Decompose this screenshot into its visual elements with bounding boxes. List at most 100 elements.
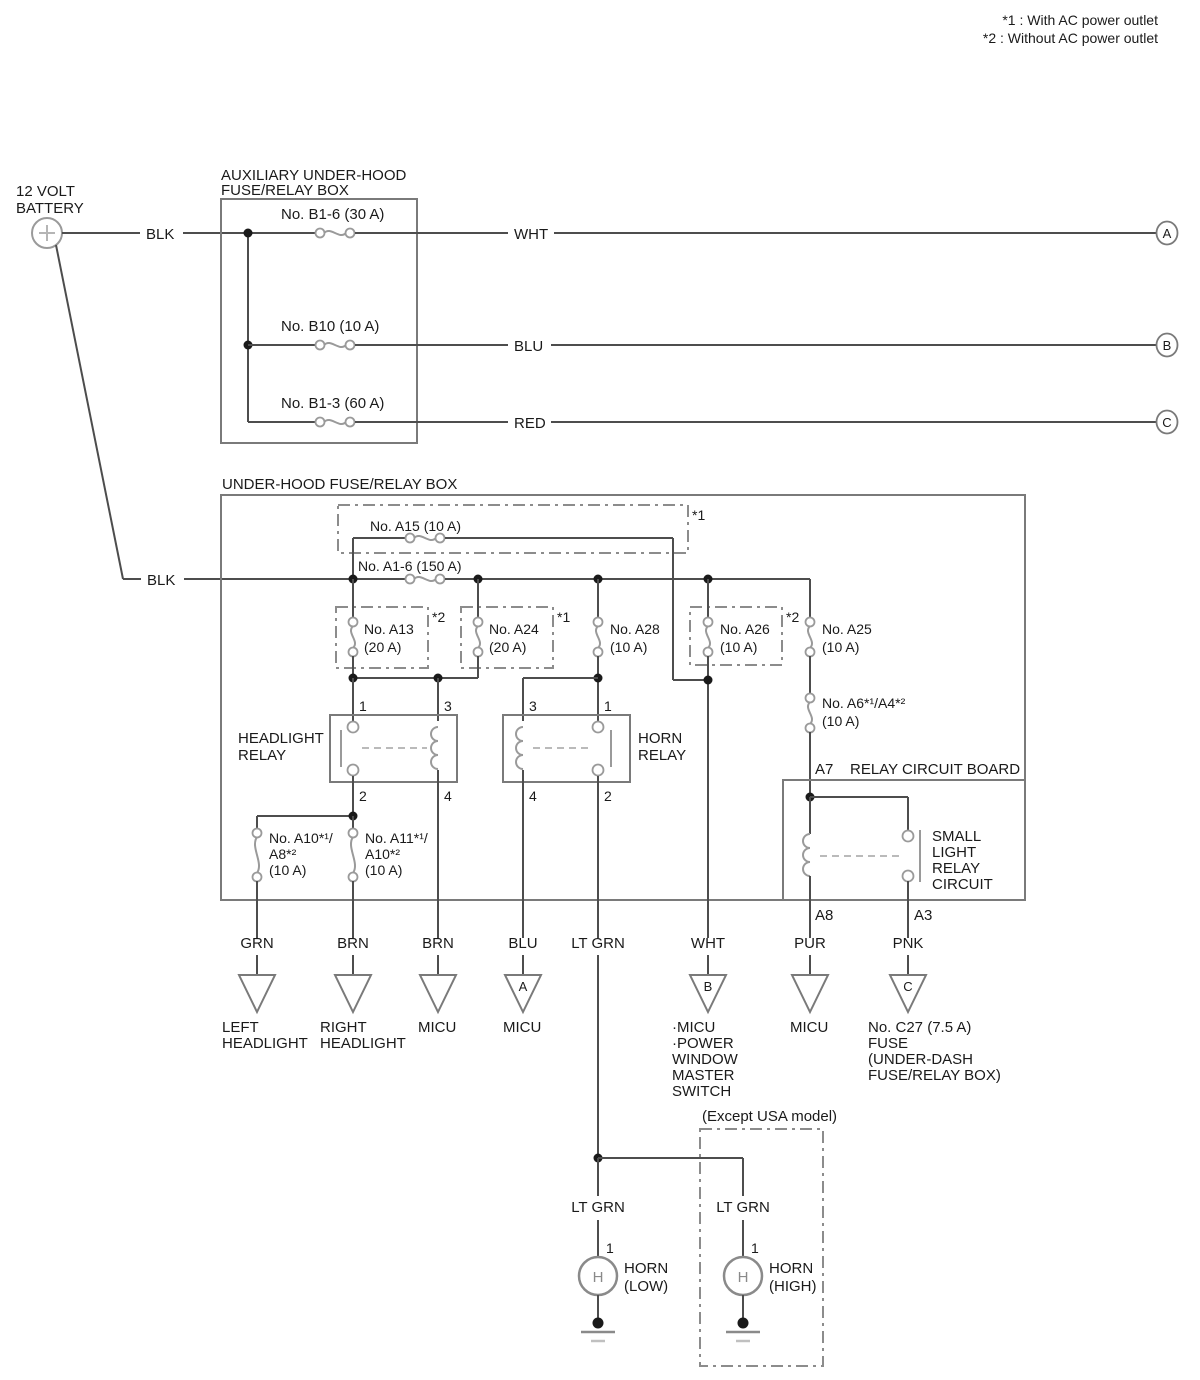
- wire-label-red: RED: [514, 415, 546, 432]
- relay-circuit-board: RELAY CIRCUIT BOARD SMALL LIGHT RELAY CI…: [782, 761, 1026, 938]
- wire-label-wht: WHT: [514, 226, 548, 243]
- output-pur: PUR MICU: [790, 935, 830, 1036]
- wire-label-brn: BRN: [337, 935, 369, 952]
- fuse-terminal: [404, 573, 416, 585]
- horn-pin-number: 1: [751, 1240, 759, 1256]
- fuse-terminal: [347, 646, 359, 658]
- relay-pin-number: 2: [604, 788, 612, 804]
- off-page-arrow-icon: [333, 974, 373, 1015]
- dest-c27-fuse-3: (UNDER-DASH: [868, 1051, 973, 1068]
- connector-a-icon: [1155, 220, 1179, 246]
- dest-c27-fuse-2: FUSE: [868, 1035, 908, 1052]
- dest-micu-power-window-4: MASTER: [672, 1067, 735, 1084]
- footnotes: *1 : With AC power outlet *2 : Without A…: [983, 12, 1158, 46]
- horn-relay-label-1: HORN: [638, 730, 682, 747]
- fuse-a11a10-label-3: (10 A): [365, 862, 402, 878]
- fuse-element: [323, 342, 347, 348]
- dest-micu-power-window-5: SWITCH: [672, 1083, 731, 1100]
- fuse-terminal: [404, 532, 416, 544]
- dest-c27-fuse-4: FUSE/RELAY BOX): [868, 1067, 1001, 1084]
- connector-a-letter: A: [1163, 226, 1172, 241]
- relay-pin-number: 4: [444, 788, 452, 804]
- headlight-relay-feed: [348, 673, 478, 721]
- aux-box-title-2: FUSE/RELAY BOX: [221, 182, 349, 199]
- fuse-element: [705, 625, 711, 649]
- output-grn: GRN LEFT HEADLIGHT: [222, 935, 308, 1052]
- fuse-element: [413, 535, 437, 541]
- relay-circuit-board-title: RELAY CIRCUIT BOARD: [850, 761, 1020, 778]
- connector-arrow-c-icon: [888, 974, 928, 1015]
- under-hood-box-title: UNDER-HOOD FUSE/RELAY BOX: [222, 476, 457, 493]
- option-tag: *1: [557, 609, 570, 625]
- relay-pin-number: 2: [359, 788, 367, 804]
- fuse-a10a8: No. A10*¹/ A8*² (10 A): [251, 811, 358, 938]
- fuse-element: [323, 230, 347, 236]
- fuse-a15-label: No. A15 (10 A): [370, 518, 461, 534]
- output-ltgrn: LT GRN: [571, 935, 625, 1158]
- option-box-outline: [337, 504, 689, 554]
- relay-pin-number: 3: [444, 698, 452, 714]
- output-wht: WHT B ·MICU ·POWER WINDOW MASTER SWITCH: [672, 935, 739, 1100]
- relay-contact-terminal: [901, 869, 915, 883]
- fuse-element: [350, 836, 356, 874]
- horn-high-label-1: HORN: [769, 1260, 813, 1277]
- relay-contact-terminal: [591, 763, 605, 777]
- fuse-terminal: [344, 416, 356, 428]
- fuse-a10a8-label-2: A8*²: [269, 846, 297, 862]
- wire-label-brn: BRN: [422, 935, 454, 952]
- relay-pin-number: 4: [529, 788, 537, 804]
- dest-micu: MICU: [418, 1019, 456, 1036]
- wire-label-pur: PUR: [794, 935, 826, 952]
- fuse-element: [595, 625, 601, 649]
- fuse-element: [254, 836, 260, 874]
- small-light-relay-label-4: CIRCUIT: [932, 876, 993, 893]
- off-page-arrow-icon: [418, 974, 458, 1015]
- fuse-terminal: [434, 573, 446, 585]
- relay-coil-icon: [515, 726, 524, 770]
- horn-low-label-1: HORN: [624, 1260, 668, 1277]
- fuse-element: [807, 625, 813, 649]
- pin-label-a8: A8: [815, 907, 833, 924]
- fuse-terminal: [702, 616, 714, 628]
- wire-label-ltgrn: LT GRN: [571, 1199, 625, 1216]
- fuse-terminal: [344, 339, 356, 351]
- connector-arrow-b-letter: B: [704, 979, 713, 994]
- fuse-b1-6-label: No. B1-6 (30 A): [281, 206, 384, 223]
- output-pnk: PNK C No. C27 (7.5 A) FUSE (UNDER-DASH F…: [868, 935, 1001, 1084]
- connector-b-icon: [1155, 332, 1179, 358]
- relay-outline: [329, 714, 458, 783]
- fuse-a6a4-label-2: (10 A): [822, 713, 859, 729]
- horn-high-label-2: (HIGH): [769, 1278, 817, 1295]
- wire-blk-top: BLK: [62, 226, 318, 243]
- horn-relay-label-2: RELAY: [638, 747, 686, 764]
- feed-line-wht: WHT A: [355, 220, 1179, 246]
- fuse-element: [475, 625, 481, 649]
- dest-left-headlight-2: HEADLIGHT: [222, 1035, 308, 1052]
- fuse-b1-3-label: No. B1-3 (60 A): [281, 395, 384, 412]
- wire-label-ltgrn: LT GRN: [571, 935, 625, 952]
- footnote-1: *1 : With AC power outlet: [1002, 12, 1158, 28]
- fuse-terminal: [347, 827, 359, 839]
- option-tag: *2: [786, 609, 799, 625]
- relay-pin-number: 3: [529, 698, 537, 714]
- fuse-a24-label-2: (20 A): [489, 639, 526, 655]
- small-light-relay-label-1: SMALL: [932, 828, 981, 845]
- horn-symbol-letter: H: [593, 1269, 604, 1286]
- off-page-arrow-icon: [237, 974, 277, 1015]
- dest-micu: MICU: [790, 1019, 828, 1036]
- feed-line-red: RED C: [355, 409, 1179, 435]
- connector-c-icon: [1155, 409, 1179, 435]
- fuse-a26-label-2: (10 A): [720, 639, 757, 655]
- dest-micu-power-window-1: ·MICU: [672, 1019, 715, 1036]
- fuse-a10a8-label-3: (10 A): [269, 862, 306, 878]
- small-light-relay-label-2: LIGHT: [932, 844, 976, 861]
- fuse-a13-label-1: No. A13: [364, 621, 414, 637]
- horn-relay: HORN RELAY 3 1 4 2: [502, 698, 686, 938]
- except-usa-label: (Except USA model): [702, 1108, 837, 1125]
- fuse-terminal: [592, 616, 604, 628]
- connector-c-letter: C: [1162, 415, 1171, 430]
- except-usa-box-outline: [699, 1128, 824, 1367]
- relay-circuit-board-outline: [782, 779, 1026, 901]
- aux-box-outline: [220, 198, 418, 444]
- fuse-terminal: [592, 646, 604, 658]
